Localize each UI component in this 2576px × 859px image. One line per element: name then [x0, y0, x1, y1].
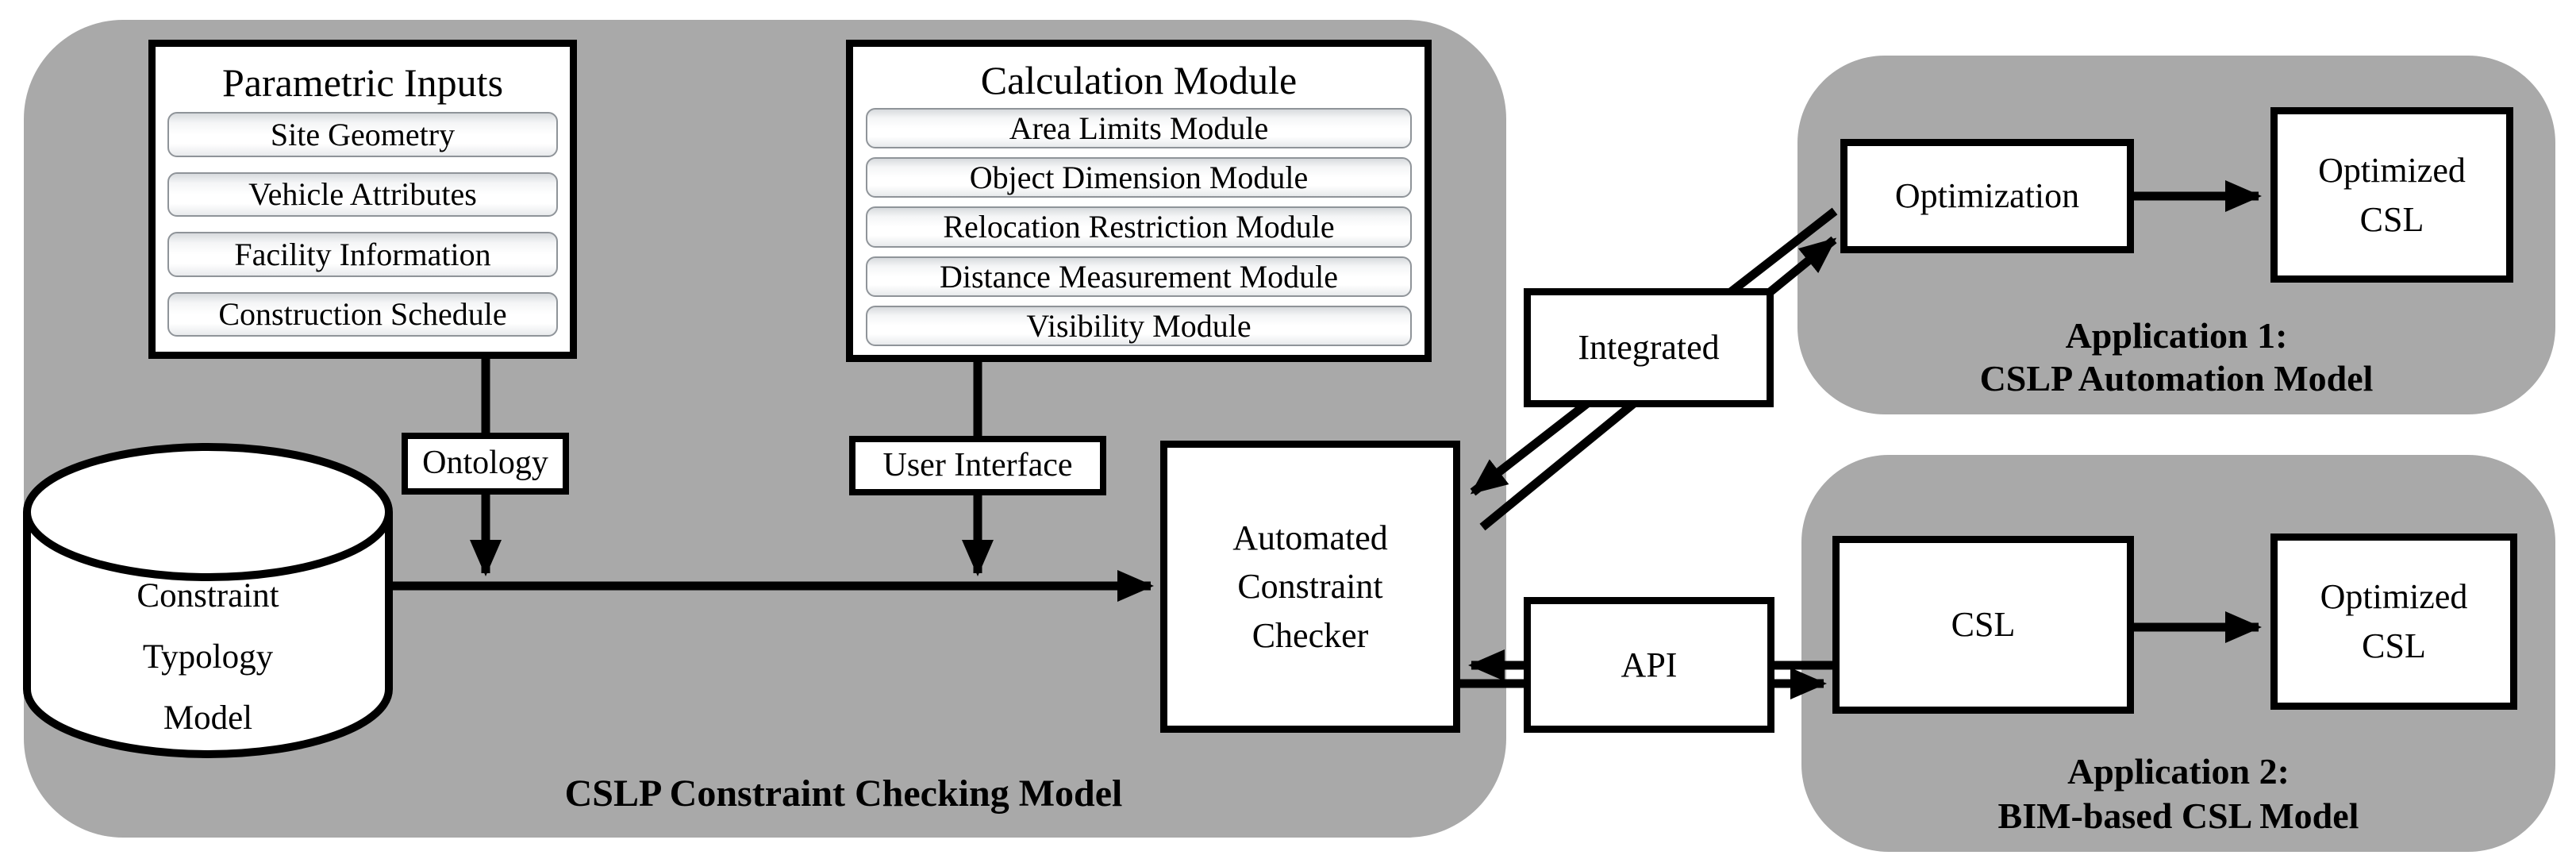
cylinder-text-line1: Constraint — [136, 577, 279, 614]
ontology-label: Ontology — [422, 445, 548, 482]
calculation-module-box: Calculation Module Area Limits Module Ob… — [846, 40, 1432, 362]
acc-line2: Constraint — [1237, 567, 1383, 607]
parametric-inputs-title: Parametric Inputs — [221, 60, 504, 105]
optimization-box: Optimization — [1840, 139, 2134, 253]
application1-label-line2: CSLP Automation Model — [1979, 358, 2374, 399]
automated-constraint-checker-box: Automated Constraint Checker — [1160, 441, 1460, 733]
csl-label: CSL — [1951, 605, 2016, 645]
integrated-box: Integrated — [1524, 288, 1774, 407]
api-label: API — [1621, 645, 1678, 684]
optimized-csl-box-app1: Optimized CSL — [2270, 107, 2513, 283]
application1-label-line1: Application 1: — [2065, 315, 2288, 356]
acc-line1: Automated — [1232, 518, 1388, 557]
cylinder-top-icon — [23, 443, 393, 581]
cylinder-text-line2: Typology — [142, 638, 274, 676]
optimized-csl1-line2: CSL — [2359, 199, 2424, 239]
optimized-csl-box-app2: Optimized CSL — [2270, 534, 2517, 710]
application2-label-line1: Application 2: — [2067, 751, 2290, 792]
csl-box: CSL — [1832, 536, 2134, 714]
optimized-csl2-line1: Optimized — [2320, 577, 2468, 617]
cylinder-text-line3: Model — [163, 699, 253, 737]
optimized-csl2-line2: CSL — [2362, 626, 2426, 665]
optimization-label: Optimization — [1894, 176, 2080, 216]
acc-line3: Checker — [1251, 615, 1369, 655]
calc-item-relocation-restriction: Relocation Restriction Module — [866, 206, 1412, 248]
parametric-item-site-geometry: Site Geometry — [167, 112, 558, 157]
calc-item-distance-measurement: Distance Measurement Module — [866, 256, 1412, 297]
calculation-module-title: Calculation Module — [980, 58, 1298, 103]
calc-item-object-dimension: Object Dimension Module — [866, 157, 1412, 198]
calc-item-area-limits: Area Limits Module — [866, 108, 1412, 149]
parametric-inputs-box: Parametric Inputs Site Geometry Vehicle … — [148, 40, 577, 359]
constraint-typology-model-label: Constraint Typology Model — [27, 565, 389, 749]
ontology-box: Ontology — [402, 433, 569, 495]
optimized-csl1-line1: Optimized — [2318, 150, 2466, 190]
api-box: API — [1524, 597, 1774, 733]
user-interface-box: User Interface — [849, 436, 1106, 495]
cslp-model-caption: CSLP Constraint Checking Model — [564, 772, 1123, 815]
application1-label: Application 1: CSLP Automation Model — [1797, 314, 2555, 400]
application2-label: Application 2: BIM-based CSL Model — [1801, 749, 2555, 838]
integrated-label: Integrated — [1578, 328, 1720, 368]
calc-item-visibility: Visibility Module — [866, 305, 1412, 346]
application2-label-line2: BIM-based CSL Model — [1997, 795, 2359, 836]
parametric-item-facility-information: Facility Information — [167, 232, 558, 277]
parametric-item-vehicle-attributes: Vehicle Attributes — [167, 171, 558, 218]
user-interface-label: User Interface — [882, 446, 1073, 483]
constraint-typology-db-cylinder — [23, 512, 393, 758]
parametric-item-construction-schedule: Construction Schedule — [167, 291, 558, 337]
